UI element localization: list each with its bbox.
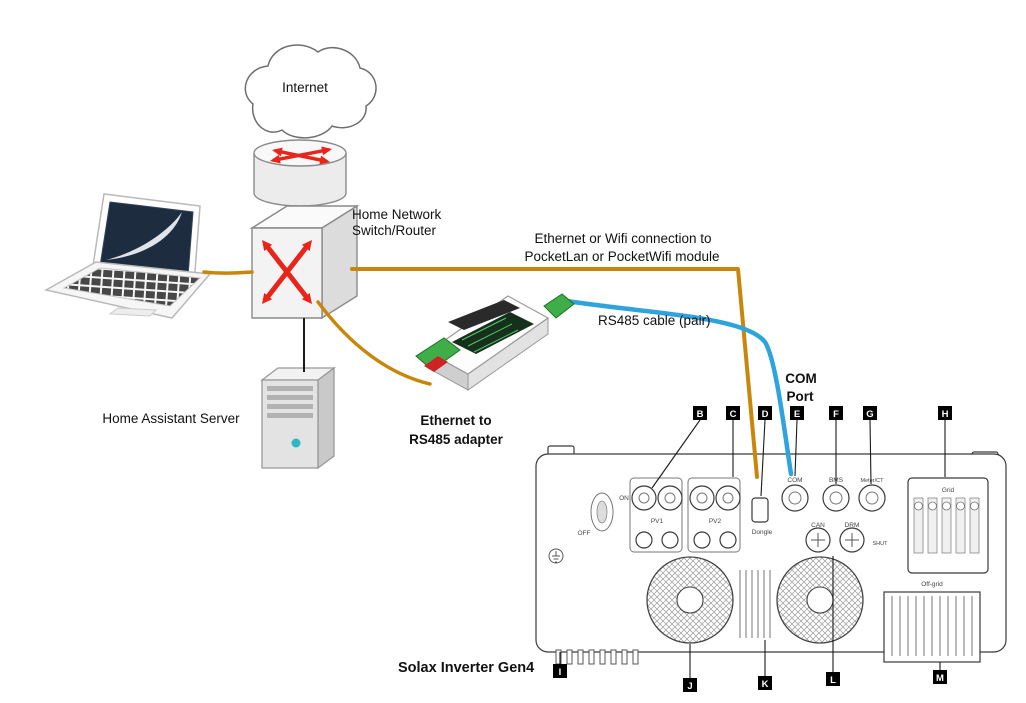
ground-screw-icon bbox=[548, 548, 564, 564]
com-port-label: COM bbox=[787, 477, 802, 484]
laptop-keyboard bbox=[62, 267, 202, 307]
dc-switch: ON OFF bbox=[578, 492, 629, 537]
svg-text:F: F bbox=[833, 409, 839, 420]
marker-m: M bbox=[933, 670, 947, 684]
home-assistant-server: Home Assistant Server bbox=[102, 366, 336, 470]
marker-b: B bbox=[693, 406, 707, 420]
network-switch: Home Network Switch/Router bbox=[249, 204, 442, 320]
ethernet-note-line2: PocketLan or PocketWifi module bbox=[524, 249, 719, 264]
port-pv1: PV1 bbox=[629, 477, 683, 553]
can-label: CAN bbox=[811, 522, 825, 529]
svg-text:B: B bbox=[697, 409, 704, 420]
adapter-label-line1: Ethernet to bbox=[420, 413, 491, 428]
shut-label: SHUT bbox=[873, 541, 889, 547]
meter-ct-label: Meter/CT bbox=[861, 478, 885, 484]
marker-k: K bbox=[758, 676, 772, 690]
off-label: OFF bbox=[578, 530, 591, 537]
marker-g: G bbox=[863, 406, 877, 420]
marker-c: C bbox=[726, 406, 740, 420]
server-drive-bays bbox=[267, 386, 313, 418]
marker-h: H bbox=[938, 406, 952, 420]
solax-inverter: ON OFF PV1 PV2 Dongle bbox=[535, 445, 1007, 665]
rs485-cable bbox=[557, 297, 794, 477]
marker-i: I bbox=[553, 664, 567, 678]
laptop bbox=[43, 193, 212, 319]
com-port-label-line2: Port bbox=[787, 389, 815, 404]
top-markers: B C D E F G H bbox=[693, 406, 952, 420]
adapter-red-connector bbox=[424, 356, 448, 372]
pv2-label: PV2 bbox=[709, 518, 722, 525]
rs485-adapter: Ethernet to RS485 adapter bbox=[409, 293, 575, 447]
switch-label-line2: Switch/Router bbox=[352, 223, 437, 238]
on-label: ON bbox=[619, 495, 629, 502]
svg-text:E: E bbox=[794, 409, 800, 420]
cable-switch-to-adapter bbox=[316, 300, 432, 386]
port-off-grid: Off-grid bbox=[883, 581, 981, 663]
laptop-trackpad bbox=[108, 307, 158, 317]
marker-j: J bbox=[683, 678, 697, 692]
vent-slots bbox=[739, 570, 771, 638]
off-grid-label: Off-grid bbox=[921, 581, 943, 588]
rs485-cable-label: RS485 cable (pair) bbox=[598, 313, 711, 328]
marker-d: D bbox=[758, 406, 772, 420]
svg-text:G: G bbox=[866, 409, 873, 420]
switch-label-line1: Home Network bbox=[352, 207, 442, 222]
marker-e: E bbox=[790, 406, 804, 420]
dongle-label: Dongle bbox=[752, 529, 773, 536]
port-can-drm: CAN DRM SHUT bbox=[805, 522, 889, 553]
switch-arrows-icon bbox=[262, 240, 312, 304]
router bbox=[253, 139, 347, 207]
svg-text:D: D bbox=[762, 409, 769, 420]
adapter-label-line2: RS485 adapter bbox=[409, 432, 504, 447]
ethernet-note-line1: Ethernet or Wifi connection to bbox=[534, 231, 711, 246]
marker-l: L bbox=[826, 672, 840, 686]
fan-right bbox=[776, 556, 864, 644]
svg-text:H: H bbox=[942, 409, 949, 420]
com-port-label-line1: COM bbox=[785, 371, 817, 386]
svg-text:L: L bbox=[830, 675, 836, 686]
port-pv2: PV2 bbox=[687, 477, 741, 553]
internet-label: Internet bbox=[282, 80, 328, 95]
port-meter-ct: Meter/CT bbox=[858, 478, 886, 512]
heatsink-fins bbox=[555, 649, 639, 665]
server-label: Home Assistant Server bbox=[102, 411, 240, 426]
svg-text:M: M bbox=[936, 673, 944, 684]
grid-label: Grid bbox=[942, 487, 955, 494]
fan-left bbox=[646, 556, 734, 644]
inverter-label: Solax Inverter Gen4 bbox=[398, 660, 534, 676]
cable-laptop-to-switch bbox=[202, 270, 254, 275]
port-com: COM bbox=[781, 477, 809, 512]
svg-text:I: I bbox=[559, 667, 562, 678]
marker-f: F bbox=[829, 406, 843, 420]
bottom-markers: I J K L M bbox=[553, 664, 947, 692]
internet-cloud: Internet bbox=[244, 44, 377, 139]
cable-switch-to-inverter bbox=[350, 267, 759, 479]
svg-text:K: K bbox=[762, 679, 769, 690]
adapter-top-band bbox=[448, 300, 520, 330]
drm-label: DRM bbox=[845, 522, 860, 529]
svg-text:C: C bbox=[730, 409, 737, 420]
adapter-rs485-terminal bbox=[543, 293, 575, 319]
port-dongle: Dongle bbox=[751, 497, 773, 536]
marker-leader-lines bbox=[559, 419, 946, 678]
svg-text:J: J bbox=[687, 681, 692, 692]
router-arrows-icon bbox=[270, 146, 332, 165]
pv1-label: PV1 bbox=[651, 518, 664, 525]
server-power-led bbox=[291, 438, 301, 448]
port-grid: Grid bbox=[907, 477, 989, 574]
